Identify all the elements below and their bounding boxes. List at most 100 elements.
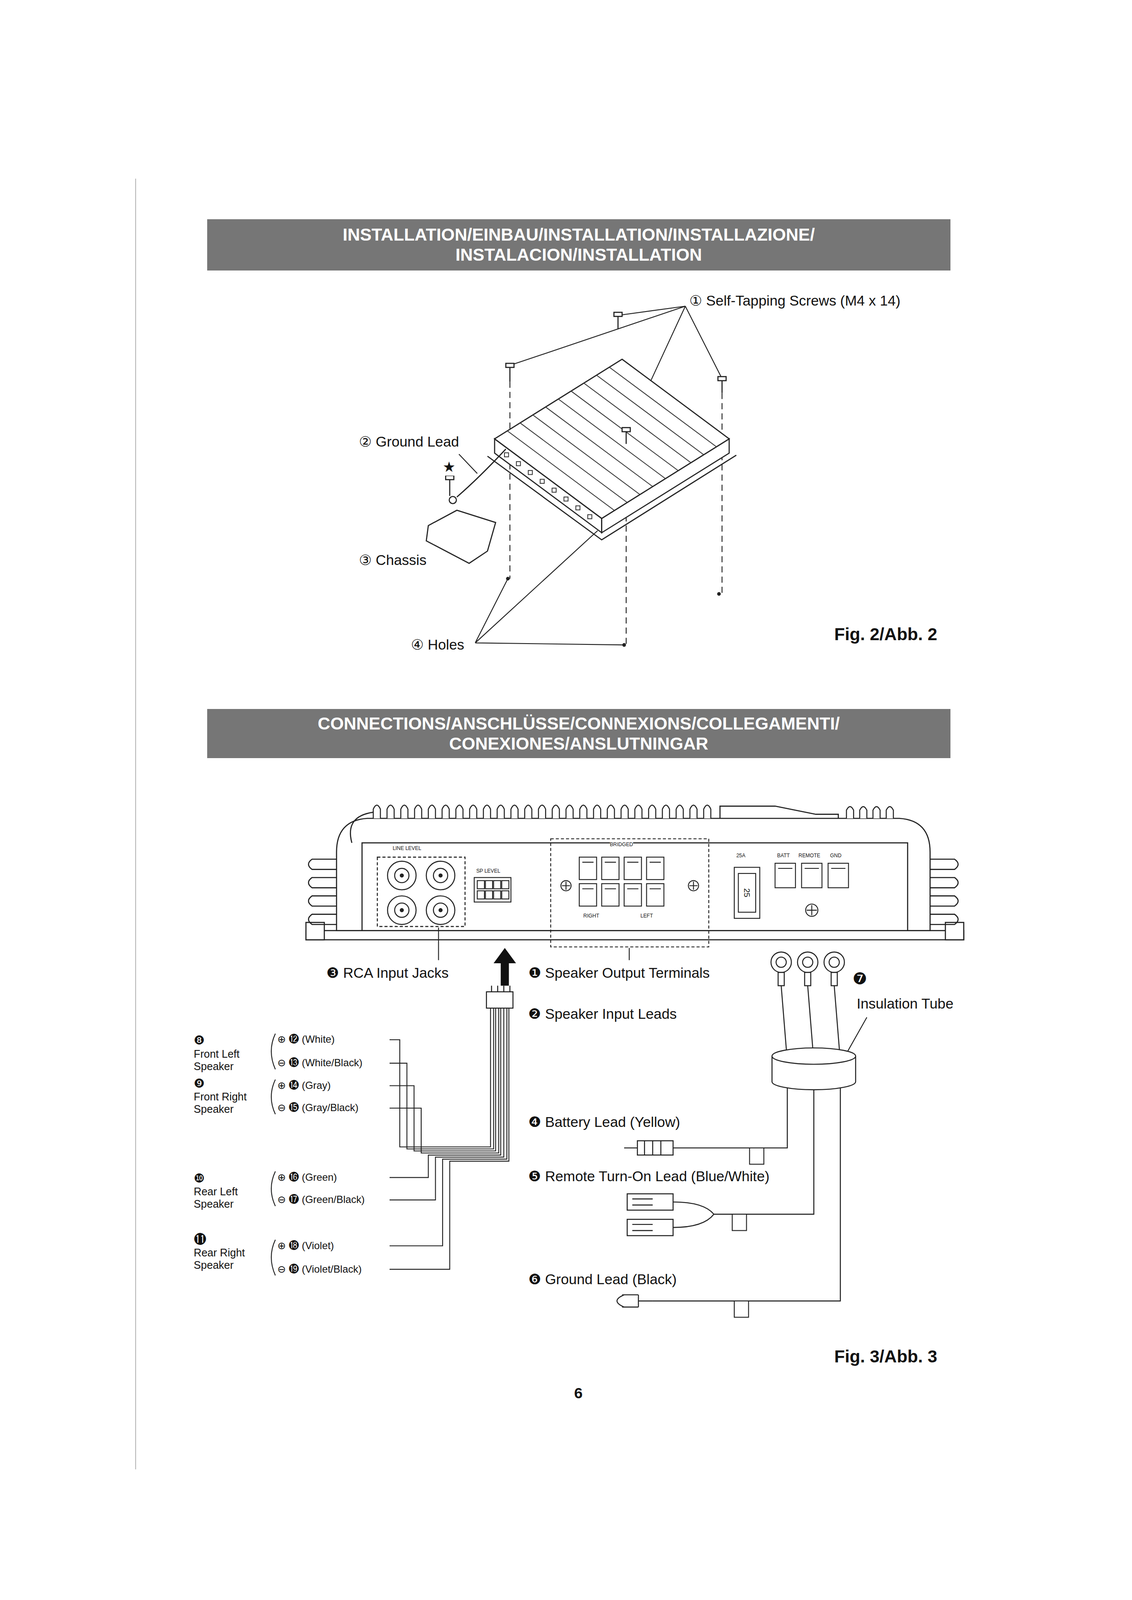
callout-number: ❾	[193, 1076, 206, 1091]
part-label: ③ Chassis	[358, 551, 427, 569]
ground-lead	[449, 448, 507, 504]
speaker-wire	[389, 1007, 509, 1269]
heat-sink-fin	[540, 479, 545, 484]
speaker-terminal	[550, 838, 709, 947]
amplifier-housing	[305, 930, 964, 940]
ring-terminal	[802, 956, 813, 968]
heat-sink-fin	[455, 804, 464, 819]
hole-mark	[717, 591, 722, 596]
heat-sink-fin	[607, 804, 615, 819]
heat-sink-fin	[552, 804, 560, 819]
power-wire	[673, 1083, 814, 1228]
heat-sink-fin	[648, 804, 656, 819]
part-label: ❺ Remote Turn-On Lead (Blue/White)	[528, 1167, 770, 1185]
wire-label: ⊖ ⓳ (Violet/Black)	[277, 1262, 362, 1275]
part-label: ④ Holes	[410, 636, 465, 653]
speaker-terminal	[579, 883, 597, 907]
heat-sink-fin	[504, 366, 717, 519]
screw-symbol	[621, 427, 631, 432]
amplifier-housing	[305, 805, 964, 940]
harness-plug	[486, 991, 514, 1008]
power-terminal	[774, 862, 796, 888]
speaker-name: Front Left Speaker	[193, 1047, 262, 1073]
ground-lead	[457, 448, 507, 497]
amplifier-housing	[929, 858, 959, 924]
screw-symbol	[445, 475, 454, 480]
speaker-terminal	[550, 838, 709, 947]
rca-jack	[439, 908, 443, 912]
direction-arrow	[493, 947, 517, 986]
speaker-wire	[389, 1007, 494, 1149]
harness-plug	[491, 985, 511, 992]
heat-sink-fin	[566, 804, 574, 819]
ring-terminal	[824, 951, 845, 973]
figure-caption: Fig. 3/Abb. 3	[834, 1346, 938, 1367]
amplifier-housing	[362, 842, 908, 930]
power-wire	[673, 1083, 788, 1148]
rca-jack	[387, 895, 417, 924]
speaker-input-socket	[485, 880, 493, 889]
heat-sink-fin	[662, 804, 670, 819]
heat-sink-fin	[596, 375, 704, 455]
callout-number: ⓫	[193, 1231, 207, 1247]
speaker-lead-bracket	[271, 1079, 276, 1114]
wire-connector	[632, 1198, 653, 1230]
hole-mark	[622, 642, 627, 647]
panel-marking: REMOTE	[798, 852, 821, 859]
panel-marking: SP LEVEL	[476, 868, 501, 874]
ring-terminal	[829, 956, 840, 968]
ring-terminal	[778, 971, 785, 986]
wire-tag	[732, 1213, 747, 1230]
speaker-terminal	[624, 856, 642, 880]
leader-line	[475, 530, 625, 645]
power-wire	[652, 1083, 841, 1301]
rca-jack	[439, 873, 443, 877]
chassis-plate	[426, 510, 496, 564]
speaker-wire	[389, 1007, 501, 1177]
harness-plug	[486, 985, 514, 1009]
amplifier-housing	[308, 858, 337, 924]
heat-sink-fin	[428, 804, 436, 819]
heat-sink-fin	[545, 406, 653, 487]
heat-sink-fin	[400, 804, 408, 819]
amplifier-body	[487, 359, 737, 540]
speaker-terminal	[689, 881, 698, 890]
part-label: ① Self-Tapping Screws (M4 x 14)	[689, 292, 901, 309]
part-label: ❶ Speaker Output Terminals	[528, 964, 710, 981]
speaker-name: Rear Left Speaker	[193, 1184, 262, 1210]
screw-symbol	[613, 312, 622, 317]
speaker-name: Rear Right Speaker	[193, 1246, 262, 1271]
power-terminal	[778, 867, 846, 869]
ring-terminal	[776, 956, 787, 968]
screw-symbol	[505, 363, 514, 368]
power-terminal	[801, 862, 822, 888]
panel-marking: BATT	[777, 852, 790, 859]
heat-sink-fin	[551, 487, 557, 493]
power-terminal	[774, 862, 849, 916]
wire-label: ⊕ ⓲ (Violet)	[277, 1239, 334, 1251]
panel-marking: 25A	[736, 852, 746, 859]
heat-sink-fin	[634, 804, 643, 819]
speaker-terminal	[646, 883, 665, 907]
wire-label: ⊖ ⓭ (White/Black)	[277, 1056, 363, 1068]
amplifier-housing	[305, 921, 325, 940]
amplifier-housing	[350, 812, 373, 843]
speaker-lead-bracket	[271, 1239, 276, 1276]
wire-label: ⊕ ⓮ (Gray)	[277, 1079, 331, 1091]
heat-sink-fin	[520, 422, 628, 503]
speaker-terminal	[560, 880, 572, 891]
margin-line	[135, 178, 136, 1469]
heat-sink-fin	[571, 390, 679, 471]
ring-terminal	[831, 971, 838, 986]
heat-sink-fin	[507, 430, 615, 511]
fuse-holder	[738, 873, 756, 913]
heat-sink-fin	[558, 398, 666, 479]
heat-sink-fin	[524, 804, 532, 819]
heat-sink-fin	[483, 804, 491, 819]
heat-sink-fin	[516, 461, 521, 466]
direction-arrow	[493, 947, 517, 986]
speaker-wire	[389, 1007, 509, 1269]
speaker-input-socket	[501, 890, 510, 899]
part-label: Insulation Tube	[856, 995, 954, 1012]
